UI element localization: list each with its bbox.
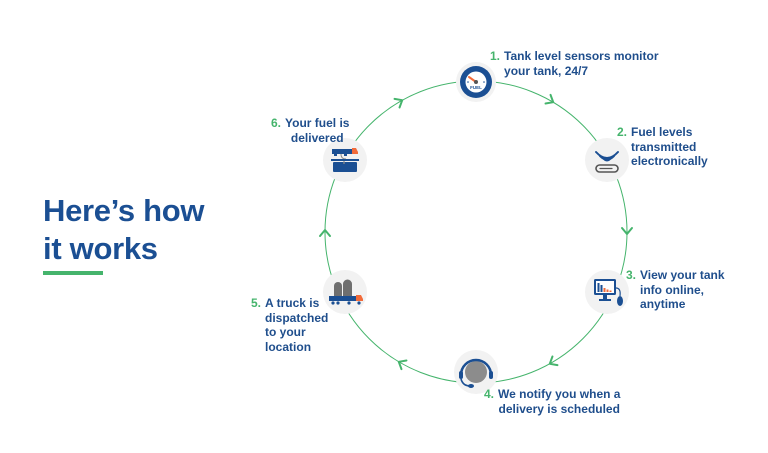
headline-underline [43, 271, 103, 275]
step-text-line: delivery is scheduled [498, 401, 620, 416]
step-2-label: 2. Fuel levels transmitted electronicall… [617, 125, 708, 169]
step-2-icon-group [585, 138, 629, 182]
step-text-line: dispatched [265, 310, 329, 325]
step-number: 2. [617, 125, 628, 139]
cycle-arrows [319, 93, 633, 371]
step-number: 5. [251, 296, 262, 310]
step-text-line: Tank level sensors monitor [504, 49, 659, 63]
step-text-line: location [265, 339, 312, 354]
step-number: 3. [626, 268, 637, 282]
step-3-icon-group [585, 270, 629, 314]
step-number: 1. [490, 49, 501, 63]
step-text-line: electronically [631, 154, 708, 168]
wireless-transmitter-icon [595, 151, 619, 173]
step-text-line: We notify you when a [498, 387, 621, 401]
step-text-line: Fuel levels [631, 125, 693, 139]
page-headline: Here’s how it works [43, 192, 205, 268]
step-text-line: View your tank [640, 268, 725, 282]
step-text-line: info online, [640, 282, 705, 297]
step-text-line: transmitted [631, 139, 697, 154]
step-4-label: 4. We notify you when a delivery is sche… [484, 387, 620, 416]
cycle-arrow-icon [544, 93, 555, 105]
computer-monitor-icon [594, 279, 623, 306]
step-5-label: 5. A truck is dispatched to your locatio… [251, 296, 328, 354]
step-6-label: 6. Your fuel is delivered [271, 116, 349, 145]
cycle-ring [324, 80, 628, 384]
step-4-icon-group [454, 350, 498, 394]
step-5-icon-group [323, 270, 367, 314]
headset-icon [459, 358, 493, 388]
step-number: 4. [484, 387, 495, 401]
headline-line-1: Here’s how [43, 193, 205, 228]
step-1-label: 1. Tank level sensors monitor your tank,… [490, 49, 659, 78]
step-text-line: to your [265, 325, 306, 339]
fuel-gauge-icon: FUEL [460, 66, 492, 98]
tanker-truck-icon [329, 279, 363, 305]
cycle-arrow-icon [621, 227, 633, 235]
step-text-line: delivered [290, 130, 344, 145]
step-number: 6. [271, 116, 282, 130]
step-text-line: your tank, 24/7 [504, 63, 589, 78]
fuel-gauge-label: FUEL [470, 85, 482, 90]
cycle-arrow-icon [397, 359, 408, 371]
cycle-arrow-icon [548, 355, 559, 367]
step-text-line: A truck is [265, 296, 320, 310]
headline-line-2: it works [43, 231, 158, 266]
step-text-line: Your fuel is [285, 116, 350, 130]
cycle-arrow-icon [393, 97, 404, 109]
step-1-icon-group: FUEL [456, 62, 496, 102]
cycle-arrow-icon [319, 229, 331, 237]
step-text-line: anytime [640, 297, 686, 311]
step-3-label: 3. View your tank info online, anytime [626, 268, 725, 312]
step-6-icon-group [323, 138, 367, 182]
fuel-delivery-icon [331, 148, 359, 172]
